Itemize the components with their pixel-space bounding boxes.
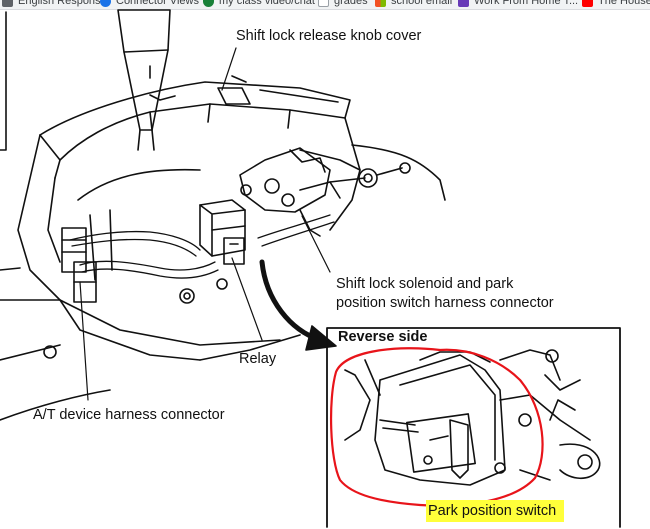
wiring-harness (69, 214, 335, 279)
at-harness-connector (61, 227, 97, 303)
relay (199, 199, 246, 265)
label-reverse-side: Reverse side (338, 329, 428, 345)
notes-icon (458, 0, 469, 7)
windows-icon (375, 0, 386, 7)
red-annotation-circle (330, 347, 544, 507)
park-switch-assembly (344, 349, 601, 486)
console-bezel (39, 75, 351, 179)
label-relay: Relay (239, 351, 277, 367)
label-solenoid-line2: position switch harness connector (336, 295, 554, 311)
bookmark-grades[interactable]: grades (318, 0, 368, 8)
youtube-icon (582, 0, 593, 7)
bookmark-class-video[interactable]: my class video/chat (203, 0, 315, 8)
bookmark-house-of[interactable]: The House of (582, 0, 650, 8)
inset-frame (326, 327, 621, 528)
leader-lines (79, 47, 331, 401)
bookmark-icon (2, 0, 13, 7)
console-housing (17, 117, 446, 301)
bookmark-connector-views[interactable]: Connector Views (100, 0, 199, 8)
shift-lever (117, 9, 171, 151)
park-switch-highlight (426, 500, 564, 522)
left-frame-fragment (0, 11, 7, 151)
page-icon (318, 0, 329, 7)
bookmark-english-response[interactable]: English Response (2, 0, 107, 8)
shield-icon (203, 0, 214, 7)
person-icon (100, 0, 111, 7)
label-solenoid-line1: Shift lock solenoid and park (336, 276, 514, 292)
base-plate (0, 267, 301, 421)
label-knob-cover: Shift lock release knob cover (236, 28, 422, 44)
shift-lock-solenoid (239, 147, 411, 237)
direction-arrow (259, 259, 337, 351)
bookmarks-bar: English Response Connector Views my clas… (0, 0, 650, 10)
label-at-device: A/T device harness connector (33, 407, 225, 423)
bookmark-work-from-home[interactable]: Work From Home T... (458, 0, 578, 8)
bookmark-school-email[interactable]: school email (375, 0, 452, 8)
label-park-switch: Park position switch (428, 503, 557, 519)
